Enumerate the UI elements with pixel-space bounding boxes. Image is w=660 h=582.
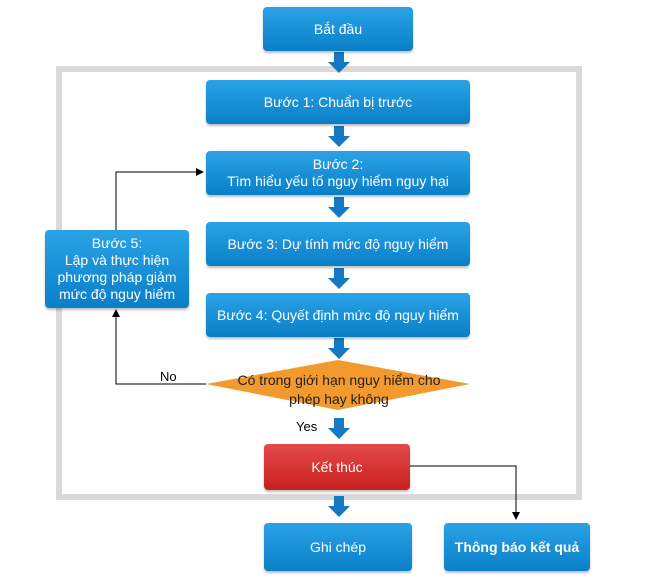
report-label: Thông báo kết quả — [454, 538, 580, 555]
arrow-step2-step3 — [328, 197, 350, 218]
arrow-decision-end — [328, 418, 350, 439]
step4-label: Bước 4: Quyết định mức độ nguy hiểm — [217, 306, 459, 323]
end-label: Kết thúc — [311, 458, 363, 475]
report-node: Thông báo kết quả — [444, 523, 590, 571]
arrow-end-record — [328, 496, 350, 517]
decision-text: Có trong giới hạn nguy hiểm cho phép hay… — [205, 371, 473, 409]
loop-connector — [115, 168, 204, 230]
step5-node: Bước 5: Lập và thực hiện phương pháp giả… — [45, 230, 189, 308]
step2-label-line1: Bước 2: — [312, 156, 364, 172]
step3-label: Bước 3: Dự tính mức độ nguy hiểm — [227, 235, 449, 252]
arrow-step1-step2 — [328, 126, 350, 147]
decision-label-line1: Có trong giới hạn nguy hiểm cho — [237, 372, 441, 388]
decision-label-line2: phép hay không — [289, 391, 389, 407]
end-node: Kết thúc — [264, 444, 410, 490]
step3-node: Bước 3: Dự tính mức độ nguy hiểm — [206, 222, 470, 266]
arrow-step3-step4 — [328, 268, 350, 289]
record-node: Ghi chép — [264, 523, 412, 571]
decision-diamond — [206, 360, 470, 410]
step2-node: Bước 2: Tìm hiểu yếu tố nguy hiểm nguy h… — [206, 151, 470, 195]
step2-label-line2: Tìm hiểu yếu tố nguy hiểm nguy hại — [227, 173, 449, 189]
flow-arrows — [328, 52, 350, 517]
step5-label-line3: phương pháp giảm — [57, 269, 177, 285]
arrow-step4-decision — [328, 338, 350, 359]
yes-label: Yes — [296, 419, 318, 434]
report-connector — [410, 465, 520, 520]
step5-label-line1: Bước 5: — [91, 235, 143, 251]
start-node: Bắt đầu — [263, 7, 413, 51]
step1-node: Bước 1: Chuẩn bị trước — [206, 80, 470, 124]
start-label: Bắt đầu — [313, 20, 363, 37]
no-connector — [112, 309, 206, 385]
step5-label-line2: Lập và thực hiện — [64, 252, 170, 268]
arrow-start-step1 — [328, 52, 350, 73]
step4-node: Bước 4: Quyết định mức độ nguy hiểm — [206, 293, 470, 337]
step5-label-line4: mức độ nguy hiểm — [59, 286, 175, 302]
no-label: No — [160, 369, 177, 384]
step1-label: Bước 1: Chuẩn bị trước — [263, 93, 413, 110]
record-label: Ghi chép — [309, 538, 367, 555]
